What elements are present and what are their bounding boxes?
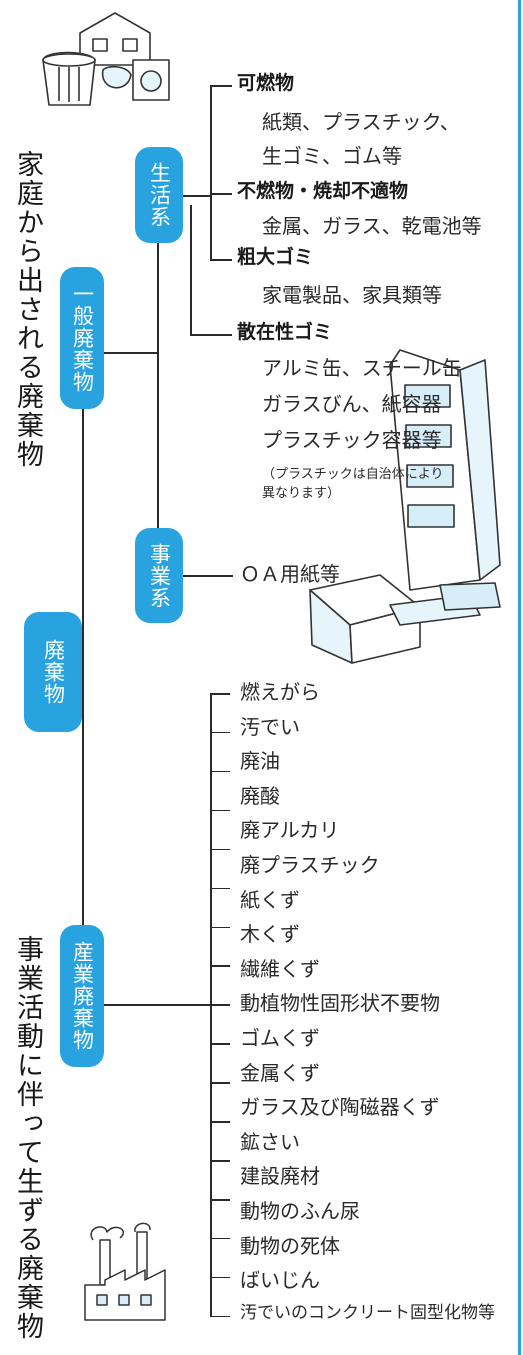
ind-tick	[210, 965, 230, 967]
noncombustible-tick-line	[210, 193, 232, 195]
noncombustible-item: 金属、ガラス、乾電池等	[262, 214, 482, 238]
industrial-item: 汚でいのコンクリート固型化物等	[240, 1302, 495, 1323]
ind-tick	[210, 1004, 230, 1006]
business-waste-label: 事業活動に伴って生ずる廃棄物	[12, 935, 43, 1341]
living-connector-line	[183, 195, 210, 197]
industrial-item: 動植物性固形状不要物	[240, 991, 440, 1016]
ind-tick	[210, 1043, 230, 1045]
industrial-item: 動物のふん尿	[240, 1199, 360, 1223]
waste-pill: 廃棄物	[24, 612, 82, 732]
scattered-tick-line	[190, 334, 232, 336]
industrial-item: ゴムくず	[240, 1026, 320, 1050]
business-connector-line	[183, 575, 233, 577]
combustible-item: 生ゴミ、ゴム等	[262, 144, 402, 168]
household-waste-label: 家庭から出される廃棄物	[12, 150, 43, 469]
ind-tick	[210, 809, 230, 812]
industrial-item: 建設廃材	[240, 1164, 320, 1189]
general-waste-pill: 一般廃棄物	[60, 267, 104, 409]
center-trunk-line	[157, 210, 159, 360]
ind-tick	[210, 1276, 230, 1279]
industrial-item: 金属くず	[240, 1060, 320, 1085]
industrial-item: 動物の死体	[240, 1233, 340, 1258]
ind-tick	[210, 926, 230, 929]
ind-tick	[210, 1315, 230, 1318]
ind-tick	[210, 770, 230, 773]
ind-tick	[210, 848, 230, 851]
center-trunk-lower-line	[157, 355, 159, 530]
bulky-item: 家電製品、家具類等	[262, 283, 442, 307]
scattered-note: 異なります）	[262, 486, 341, 501]
scattered-item: アルミ缶、スチール缶	[262, 356, 462, 380]
office-building-icon	[309, 349, 501, 664]
business-category-pill: 事業系	[135, 528, 183, 623]
industrial-item: 紙くず	[240, 887, 300, 912]
industrial-item: 木くず	[240, 922, 300, 947]
ind-tick	[210, 693, 230, 695]
ind-tick	[210, 1160, 230, 1162]
living-branch-line	[210, 85, 212, 260]
ind-tick	[210, 731, 230, 734]
industrial-item: 汚でい	[240, 714, 300, 739]
bulky-tick-line	[210, 259, 232, 261]
combustible-item: 紙類、プラスチック、	[262, 110, 460, 134]
combustible-tick-line	[210, 85, 232, 87]
industrial-item: 廃酸	[240, 783, 280, 808]
scattered-title: 散在性ゴミ	[237, 321, 333, 343]
industrial-item: 廃アルカリ	[240, 818, 340, 843]
scattered-item: ガラスびん、紙容器	[262, 392, 442, 416]
ind-tick	[210, 1199, 230, 1201]
industrial-item: ガラス及び陶磁器くず	[240, 1095, 440, 1120]
ind-tick	[210, 1082, 230, 1084]
industrial-item: ばいじん	[240, 1268, 320, 1293]
combustible-title: 可燃物	[237, 72, 295, 94]
industrial-item: 廃油	[240, 749, 280, 774]
ind-tick	[210, 1121, 230, 1123]
industrial-connector-line	[104, 1004, 210, 1006]
noncombustible-title: 不燃物・焼却不適物	[237, 180, 409, 202]
scattered-branch-line	[190, 205, 192, 335]
main-trunk-line	[82, 355, 84, 942]
industrial-item: 繊維くず	[240, 956, 320, 981]
house-trash-icon	[42, 12, 170, 106]
factory-icon	[84, 1222, 166, 1321]
right-border	[518, 0, 521, 1355]
industrial-item: 鉱さい	[240, 1129, 300, 1154]
industrial-item: 燃えがら	[240, 680, 320, 704]
scattered-item: プラスチック容器等	[262, 428, 442, 452]
scattered-note: （プラスチックは自治体により	[262, 467, 444, 482]
bulky-title: 粗大ゴミ	[237, 246, 314, 268]
industrial-item: 廃プラスチック	[240, 853, 380, 877]
living-category-pill: 生活系	[135, 147, 183, 243]
business-items: ＯＡ用紙等	[240, 562, 340, 586]
ind-tick	[210, 1237, 230, 1240]
general-to-center-line	[104, 352, 158, 354]
industrial-waste-pill: 産業廃棄物	[60, 925, 104, 1067]
ind-tick	[210, 887, 230, 890]
